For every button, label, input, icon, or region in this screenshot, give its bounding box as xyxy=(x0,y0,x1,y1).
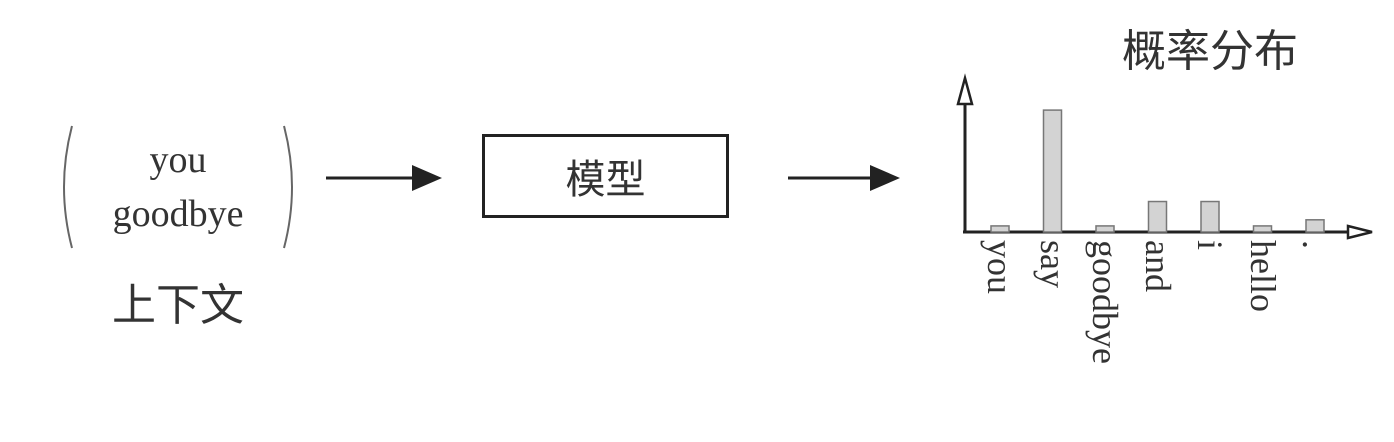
left-paren xyxy=(63,125,73,249)
right-paren xyxy=(283,125,293,249)
y-axis-arrowhead xyxy=(956,73,974,106)
bar-group xyxy=(990,109,1325,233)
arrow-model-to-distribution xyxy=(788,165,900,191)
bar-hello xyxy=(1252,225,1273,233)
x-tick-label: . xyxy=(1295,240,1335,249)
x-tick-label: hello xyxy=(1242,240,1283,312)
model-label: 模型 xyxy=(565,157,646,203)
chart-title: 概率分布 xyxy=(1122,26,1298,77)
context-group: you goodbye xyxy=(60,122,296,252)
arrow-context-to-model xyxy=(326,165,442,191)
bar-goodbye xyxy=(1095,225,1115,233)
context-word: goodbye xyxy=(112,193,244,235)
bar-. xyxy=(1305,219,1325,233)
model-box: 模型 xyxy=(482,134,729,218)
x-tick-label: say xyxy=(1032,240,1073,288)
context-label: 上下文 xyxy=(112,280,244,331)
x-tick-label: goodbye xyxy=(1085,240,1125,364)
context-brackets xyxy=(63,125,293,249)
x-axis-arrowhead xyxy=(1346,224,1373,240)
context-word: you xyxy=(149,139,207,181)
x-tick-label: i xyxy=(1190,240,1230,251)
bar-say xyxy=(1042,109,1063,233)
bar-i xyxy=(1200,200,1220,233)
x-tick-label: you xyxy=(980,240,1020,294)
x-tick-label: and xyxy=(1137,240,1178,292)
bar-and xyxy=(1147,200,1168,233)
probability-chart xyxy=(956,73,1373,240)
bar-you xyxy=(990,225,1010,233)
